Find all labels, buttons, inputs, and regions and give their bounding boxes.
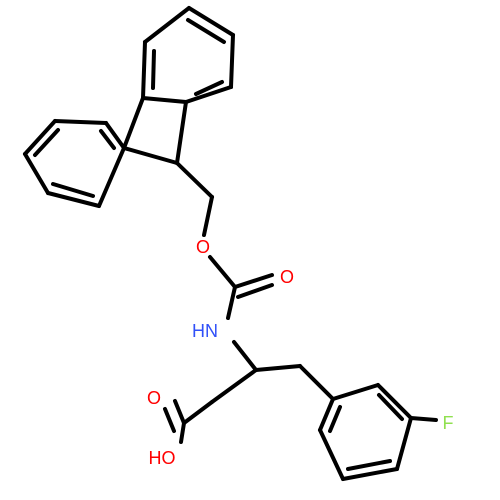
bond: [122, 146, 179, 165]
bond: [143, 6, 191, 44]
bond: [23, 119, 57, 156]
bond: [229, 33, 235, 89]
bond: [122, 96, 145, 150]
bond: [210, 368, 258, 404]
bond: [163, 407, 176, 433]
bond: [194, 80, 224, 96]
bond: [226, 285, 237, 320]
bond: [53, 119, 108, 125]
bond: [23, 152, 50, 195]
backbone: [163, 340, 335, 444]
bond: [175, 161, 214, 199]
bond: [233, 273, 274, 289]
bond: [46, 191, 101, 208]
bond: [99, 129, 116, 150]
bond: [187, 6, 235, 37]
bond: [395, 416, 413, 471]
bond: [341, 467, 399, 481]
carbamate-linker: [175, 161, 274, 320]
bond: [186, 18, 226, 44]
bond: [376, 383, 413, 420]
oxygen-carbonyl-upper-label: O: [280, 267, 294, 287]
oxygen-ether-label: O: [196, 237, 210, 257]
bond: [346, 459, 392, 471]
bond: [202, 195, 214, 237]
bond: [184, 85, 233, 104]
bond: [173, 399, 186, 425]
bond: [318, 397, 335, 432]
bond: [331, 383, 380, 401]
bond: [236, 283, 274, 299]
bond: [318, 428, 345, 481]
bond: [175, 100, 188, 165]
bond: [141, 40, 147, 100]
bond: [377, 393, 404, 421]
oxygen-carbonyl-lower-label: O: [147, 388, 161, 408]
bond: [51, 182, 95, 198]
bond: [298, 364, 335, 401]
bond: [141, 96, 188, 104]
fluorine-label: F: [443, 413, 454, 433]
bond: [182, 400, 214, 425]
bond: [208, 255, 237, 289]
bond: [328, 405, 342, 433]
bond: [104, 121, 126, 150]
bond: [33, 128, 60, 157]
hydroxyl-label: HO: [149, 448, 176, 468]
bond: [409, 416, 438, 422]
fluorophenyl-group: [318, 383, 438, 481]
bond: [151, 49, 156, 90]
nitrogen-label: HN: [192, 321, 218, 341]
bond: [254, 364, 302, 372]
bond: [179, 421, 186, 444]
bond: [232, 340, 258, 372]
bond: [97, 146, 126, 208]
fluorenyl-group: [23, 6, 235, 208]
